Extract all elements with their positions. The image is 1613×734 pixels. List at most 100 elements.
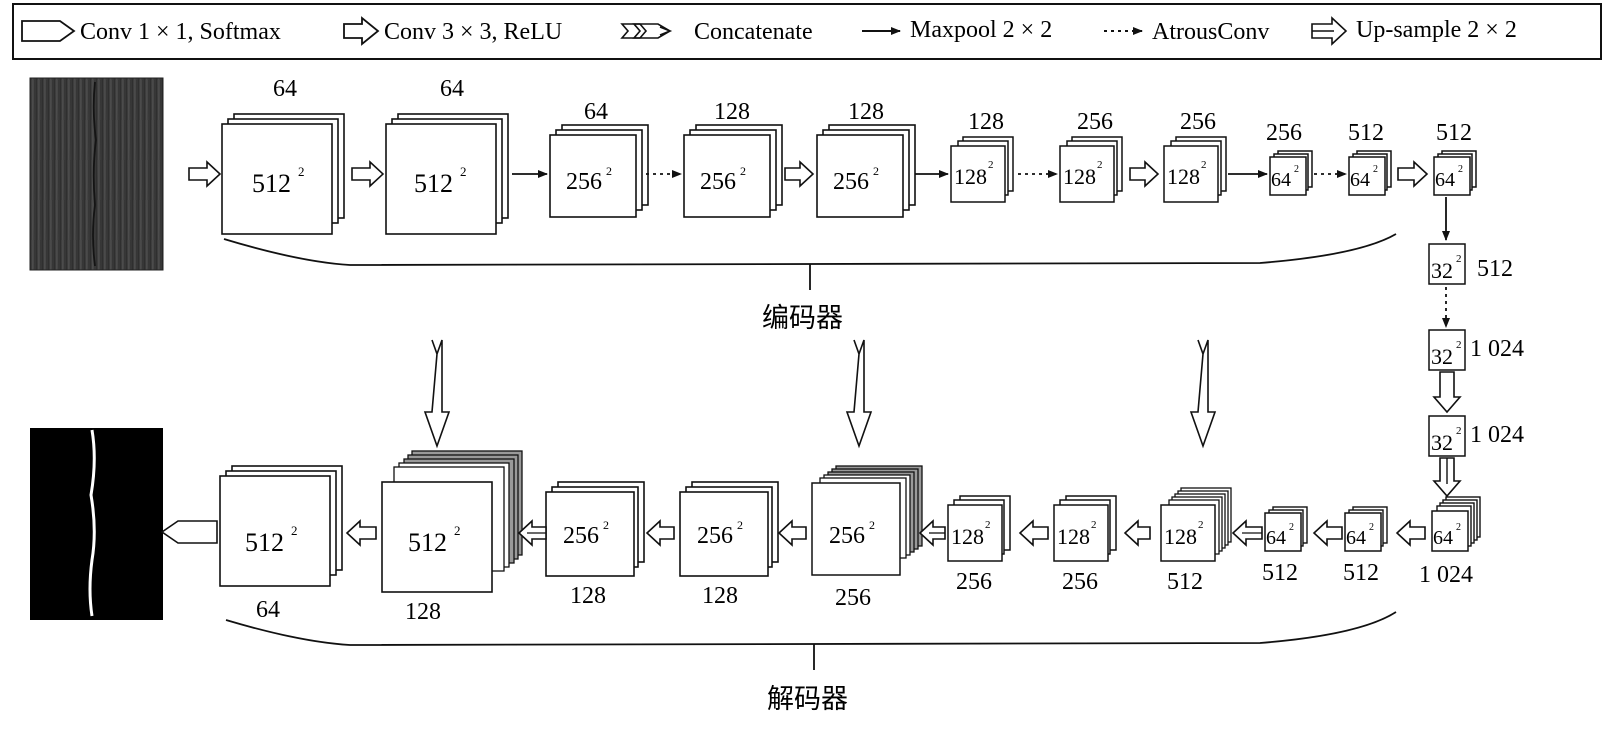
- superscript: 2: [603, 518, 609, 532]
- superscript: 2: [460, 164, 467, 179]
- decoder-block: 512 2 64: [219, 465, 343, 623]
- decoder-block-2-channels: 512: [1343, 560, 1379, 586]
- superscript: 2: [454, 523, 461, 538]
- conv-arrow-icon: [1397, 160, 1429, 188]
- skip-connection-arrow-icon: [1189, 339, 1217, 449]
- encoder-label: 编码器: [762, 303, 843, 334]
- encoder-block-6-size: 128: [954, 164, 987, 189]
- decoder-block: 64 2 512: [1262, 506, 1308, 586]
- conv-arrow-icon: [1123, 519, 1151, 547]
- superscript: 2: [1289, 522, 1294, 533]
- conv-arrow-icon: [1018, 519, 1049, 547]
- bottleneck-3-channels: 1 024: [1470, 422, 1524, 448]
- decoder-block: 64 2 512: [1343, 506, 1388, 586]
- upsample-arrow-icon: [1231, 519, 1263, 547]
- legend-concat-label: Concatenate: [694, 19, 813, 45]
- superscript: 2: [1097, 159, 1103, 171]
- bottleneck: 32 2 512 32 2 1 024 32 2 1 024: [1428, 197, 1524, 498]
- encoder-block-2-size: 512: [414, 169, 453, 198]
- superscript: 2: [606, 164, 612, 178]
- decoder-block-8-size: 256: [697, 523, 733, 549]
- decoder-block: 512 2 128: [381, 450, 523, 625]
- upsample-arrow-icon: [1432, 457, 1462, 498]
- encoder-block-5-size: 256: [833, 169, 869, 195]
- encoder-block-6-channels: 128: [968, 109, 1004, 135]
- encoder-block: 256 2 128: [683, 99, 783, 218]
- decoder-brace: [225, 611, 1397, 670]
- encoder-block: 512 2 64: [221, 76, 345, 235]
- legend-atrous-label: AtrousConv: [1152, 19, 1269, 45]
- encoder-block-4-size: 256: [700, 169, 736, 195]
- decoder-block: 128 2 256: [1053, 495, 1117, 595]
- encoder-block-11-size: 64: [1435, 169, 1455, 191]
- decoder-block: 256 2 256: [811, 465, 923, 611]
- decoder-block-10-channels: 128: [405, 599, 441, 625]
- encoder-block-3-size: 256: [566, 169, 602, 195]
- encoder-block: 64 2 512: [1433, 120, 1477, 196]
- superscript: 2: [1456, 425, 1462, 437]
- decoder-label: 解码器: [767, 684, 848, 715]
- encoder-block-10-size: 64: [1350, 169, 1370, 191]
- superscript: 2: [740, 164, 746, 178]
- superscript: 2: [737, 518, 743, 532]
- encoder-block-3-channels: 64: [584, 99, 608, 125]
- decoder-block-5-channels: 256: [1062, 569, 1098, 595]
- encoder-block: 64 2 256: [1266, 120, 1313, 196]
- superscript: 2: [1294, 164, 1299, 175]
- conv-arrow-icon: [345, 519, 377, 547]
- conv-arrow-icon: [784, 160, 815, 188]
- superscript: 2: [291, 523, 298, 538]
- conv1x1-softmax-arrow-icon: [21, 20, 76, 42]
- conv-arrow-icon: [1432, 371, 1462, 414]
- decoder-block-1-size: 64: [1433, 527, 1453, 549]
- encoder-block-9-size: 64: [1271, 169, 1291, 191]
- encoder-block-2-channels: 64: [440, 76, 464, 102]
- conv-arrow-icon: [1312, 519, 1343, 547]
- decoder-block-3-channels: 512: [1262, 560, 1298, 586]
- superscript: 2: [1458, 164, 1463, 175]
- decoder-block-9-size: 256: [563, 523, 599, 549]
- upsample-arrow-icon: [918, 519, 946, 547]
- encoder-block-11-channels: 512: [1436, 120, 1472, 146]
- conv-arrow-icon: [777, 519, 807, 547]
- legend-conv1-label: Conv 1 × 1, Softmax: [80, 19, 281, 45]
- decoder-block: 128 2 512: [1160, 487, 1232, 595]
- decoder-block-7-size: 256: [829, 523, 865, 549]
- encoder-block-7-channels: 256: [1077, 109, 1113, 135]
- upsample-arrow-icon: [1311, 16, 1348, 46]
- legend-conv3-label: Conv 3 × 3, ReLU: [384, 19, 562, 45]
- superscript: 2: [1456, 522, 1461, 533]
- superscript: 2: [1091, 519, 1097, 531]
- encoder-block-9-channels: 256: [1266, 120, 1302, 146]
- encoder-block: 128 2 128: [950, 109, 1014, 203]
- decoder-arrows: [160, 519, 1426, 547]
- decoder-block-6-channels: 256: [956, 569, 992, 595]
- decoder-block-11-size: 512: [245, 528, 284, 557]
- encoder-block: 512 2 64: [385, 76, 509, 235]
- legend-maxpool-label: Maxpool 2 × 2: [910, 17, 1052, 43]
- decoder-block-7-channels: 256: [835, 585, 871, 611]
- superscript: 2: [1198, 519, 1204, 531]
- decoder-block-1-channels: 1 024: [1419, 562, 1473, 588]
- skip-connection-arrow-icon: [423, 339, 451, 449]
- conv3x3-relu-arrow-icon: [343, 16, 380, 46]
- decoder-block-9-channels: 128: [570, 583, 606, 609]
- encoder-block-4-channels: 128: [714, 99, 750, 125]
- decoder-block-11-channels: 64: [256, 597, 280, 623]
- decoder-block-8-channels: 128: [702, 583, 738, 609]
- upsample-arrow-icon: [517, 519, 547, 547]
- conv1x1-softmax-arrow-icon: [160, 520, 218, 544]
- encoder-brace: [223, 233, 1397, 290]
- conv-arrow-icon: [1395, 519, 1426, 547]
- decoder-block: 64 2 1 024: [1419, 496, 1481, 588]
- encoder-block: 64 2 512: [1348, 120, 1392, 196]
- encoder-block-1-channels: 64: [273, 76, 297, 102]
- bottleneck-1-channels: 512: [1477, 256, 1513, 282]
- skip-connection-arrow-icon: [845, 339, 873, 449]
- decoder-block-10-size: 512: [408, 528, 447, 557]
- bottleneck-2-size: 32: [1431, 344, 1453, 369]
- legend: Conv 1 × 1, Softmax Conv 3 × 3, ReLU Con…: [12, 3, 1602, 60]
- input-crack-image: [29, 77, 164, 271]
- decoder-block-6-size: 128: [951, 524, 984, 549]
